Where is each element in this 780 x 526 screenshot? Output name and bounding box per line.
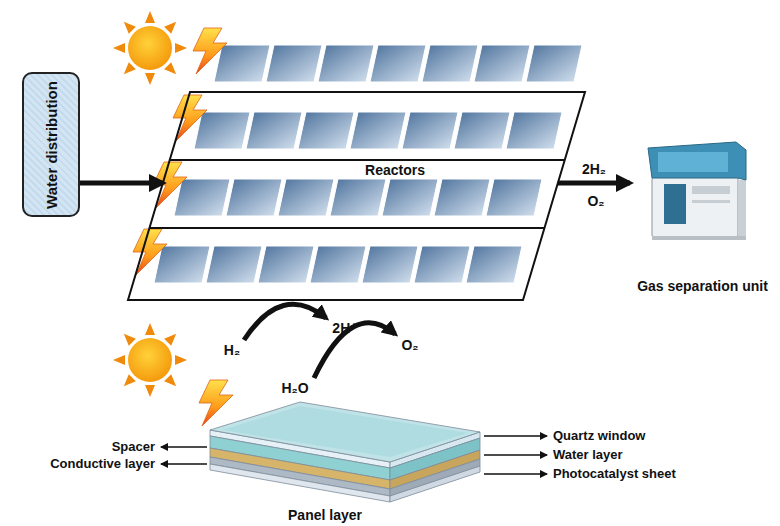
layer-label: Photocatalyst sheet [553, 466, 676, 482]
layer-label: Conductive layer [50, 456, 155, 472]
gas-separation-unit: Gas separation unit [630, 137, 775, 297]
node-label: Reactors [365, 162, 425, 178]
flow-arrow [558, 181, 630, 186]
light-bolt [199, 380, 233, 426]
species-label: H₂O [281, 380, 308, 396]
species-label: O₂ [401, 337, 418, 353]
sun-icon [113, 11, 187, 85]
node-label: Gas separation unit [630, 278, 775, 295]
figure-label: Panel layer [288, 507, 362, 523]
layer-label: Quartz window [553, 428, 645, 444]
solar-tiles [154, 45, 582, 283]
species-label: H₂ [224, 342, 240, 358]
light-bolt [193, 28, 227, 74]
layer-label: Water layer [553, 447, 623, 463]
leader-lines [161, 436, 547, 474]
panel-slab [210, 402, 480, 502]
reactor-outline [128, 92, 585, 300]
layer-label: Spacer [112, 439, 155, 455]
species-label: O₂ [587, 193, 604, 209]
gas-separation-machine [648, 142, 746, 240]
node-label: Water distribution [43, 81, 60, 209]
species-label: 2H⁺ [332, 320, 357, 336]
reactor-frame: Reactors [128, 92, 585, 300]
edge-label: 2H₂ [580, 161, 608, 177]
reaction-arrow [244, 304, 326, 340]
distribution-box: Water distribution [22, 72, 80, 217]
flow-arrow [80, 181, 163, 186]
sun-icon [113, 323, 187, 397]
